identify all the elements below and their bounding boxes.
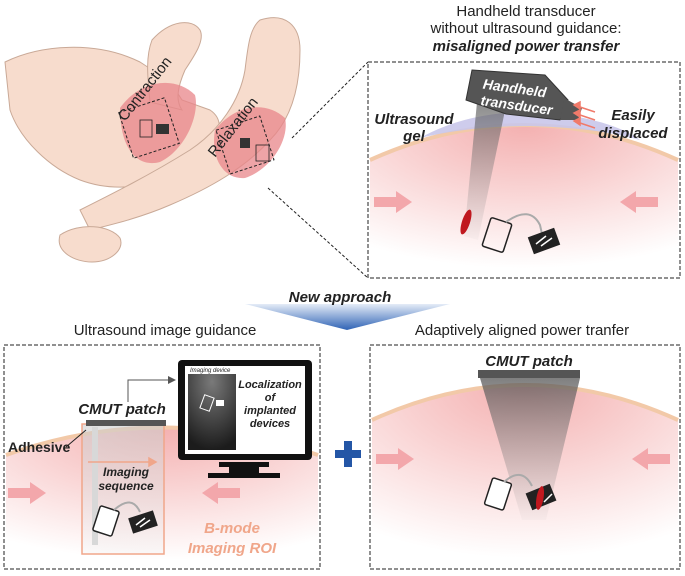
displacement-arrows [572,100,596,129]
cmut-patch-bar [86,420,166,426]
loc-line3: implanted [244,405,296,417]
bottom-left-panel: Imaging sequence CMUT patch Adhesive B-m… [3,344,321,570]
bottom-right-title: Adaptively aligned power tranfer [415,322,629,339]
roi-label-line1: B-mode [204,520,260,537]
pressure-arrow-left-icon [374,191,412,213]
loc-line2: of [265,392,277,404]
gel-label-line2: gel [402,128,426,145]
loc-line4: devices [250,418,290,430]
gel-label-line1: Ultrasound [374,111,454,128]
bottom-right-panel: CMUT patch [369,344,681,570]
roi-label-line2: Imaging ROI [188,540,277,557]
top-right-title: Handheld transducer without ultrasound g… [430,3,622,55]
focal-spot [460,209,472,235]
bl-cmut-label: CMUT patch [78,401,166,418]
implant-device-illustration [92,501,158,537]
displaced-label-line2: displaced [598,125,668,142]
monitor-header: Imaging device [190,368,231,374]
new-approach-arrow: New approach [245,289,450,330]
adhesive-label: Adhesive [8,439,70,455]
pressure-arrow-right-icon [202,482,240,504]
implant-device-illustration [483,474,557,511]
displaced-label-line1: Easily [611,107,655,124]
imaging-seq-line1: Imaging [103,465,150,479]
tr-title-line1: Handheld transducer [456,3,595,20]
br-cmut-label: CMUT patch [485,353,573,370]
top-right-panel: Handheld transducer Ultrasound gel Easil… [367,61,681,279]
imaging-sequence-arrow [88,456,158,468]
focal-spot [535,486,545,510]
pressure-arrow-left-icon [8,482,46,504]
bottom-left-title: Ultrasound image guidance [74,322,257,339]
cmut-patch-bar [478,370,580,378]
aligned-beam [480,378,580,520]
implant-device-illustration [481,213,561,255]
pressure-arrow-left-icon [376,448,414,470]
ultrasound-gel-layer [420,111,640,140]
imaging-monitor [178,360,312,478]
pressure-arrow-right-icon [632,448,670,470]
tr-title-line2: without ultrasound guidance: [430,20,622,37]
zoom-lines [267,61,369,279]
arm-contraction-illustration [4,22,220,188]
imaging-seq-line2: sequence [98,479,154,493]
pressure-arrow-right-icon [620,191,658,213]
arm-relaxation-illustration [58,17,301,263]
misaligned-beam [464,92,508,240]
loc-line1: Localization [238,379,302,391]
new-approach-label: New approach [289,289,392,306]
tr-title-line3: misaligned power transfer [433,38,621,55]
plus-icon [335,441,361,467]
